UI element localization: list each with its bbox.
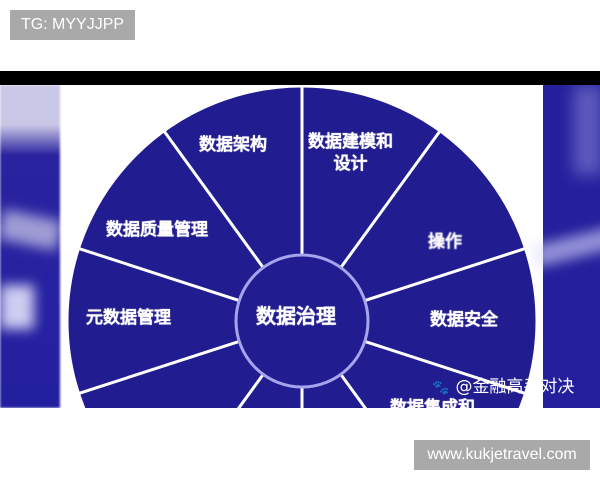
segment-data-architecture: 数据架构 [199,135,267,155]
blurred-left-panel [0,85,63,408]
top-black-bar [0,71,600,85]
segment-data-integration: 数据集成和 [390,398,475,408]
segment-data-security: 数据安全 [430,310,498,330]
segment-data-quality: 数据质量管理 [106,220,208,240]
segment-metadata-management: 元数据管理 [86,308,171,328]
segment-operations: 操作 [428,232,462,252]
governance-wheel [65,85,539,408]
segment-data-modeling-line2: 设计 [333,154,368,174]
tg-tag-label: TG: MYYJJPP [10,10,135,40]
center-label: 数据治理 [256,304,336,328]
segment-data-modeling-line1: 数据建模和 [308,132,393,152]
image-frame: 数据治理 数据架构 数据建模和 设计 操作 数据安全 数据集成和 元数据管理 数… [0,85,600,408]
watermark: 🐾 @金融高手对决 [432,372,574,397]
segment-data-modeling: 数据建模和 设计 [308,131,393,175]
watermark-text: @金融高手对决 [455,377,575,397]
blurred-right-panel [531,85,600,408]
site-url-label: www.kukjetravel.com [414,440,590,470]
paw-icon: 🐾 [432,380,450,396]
